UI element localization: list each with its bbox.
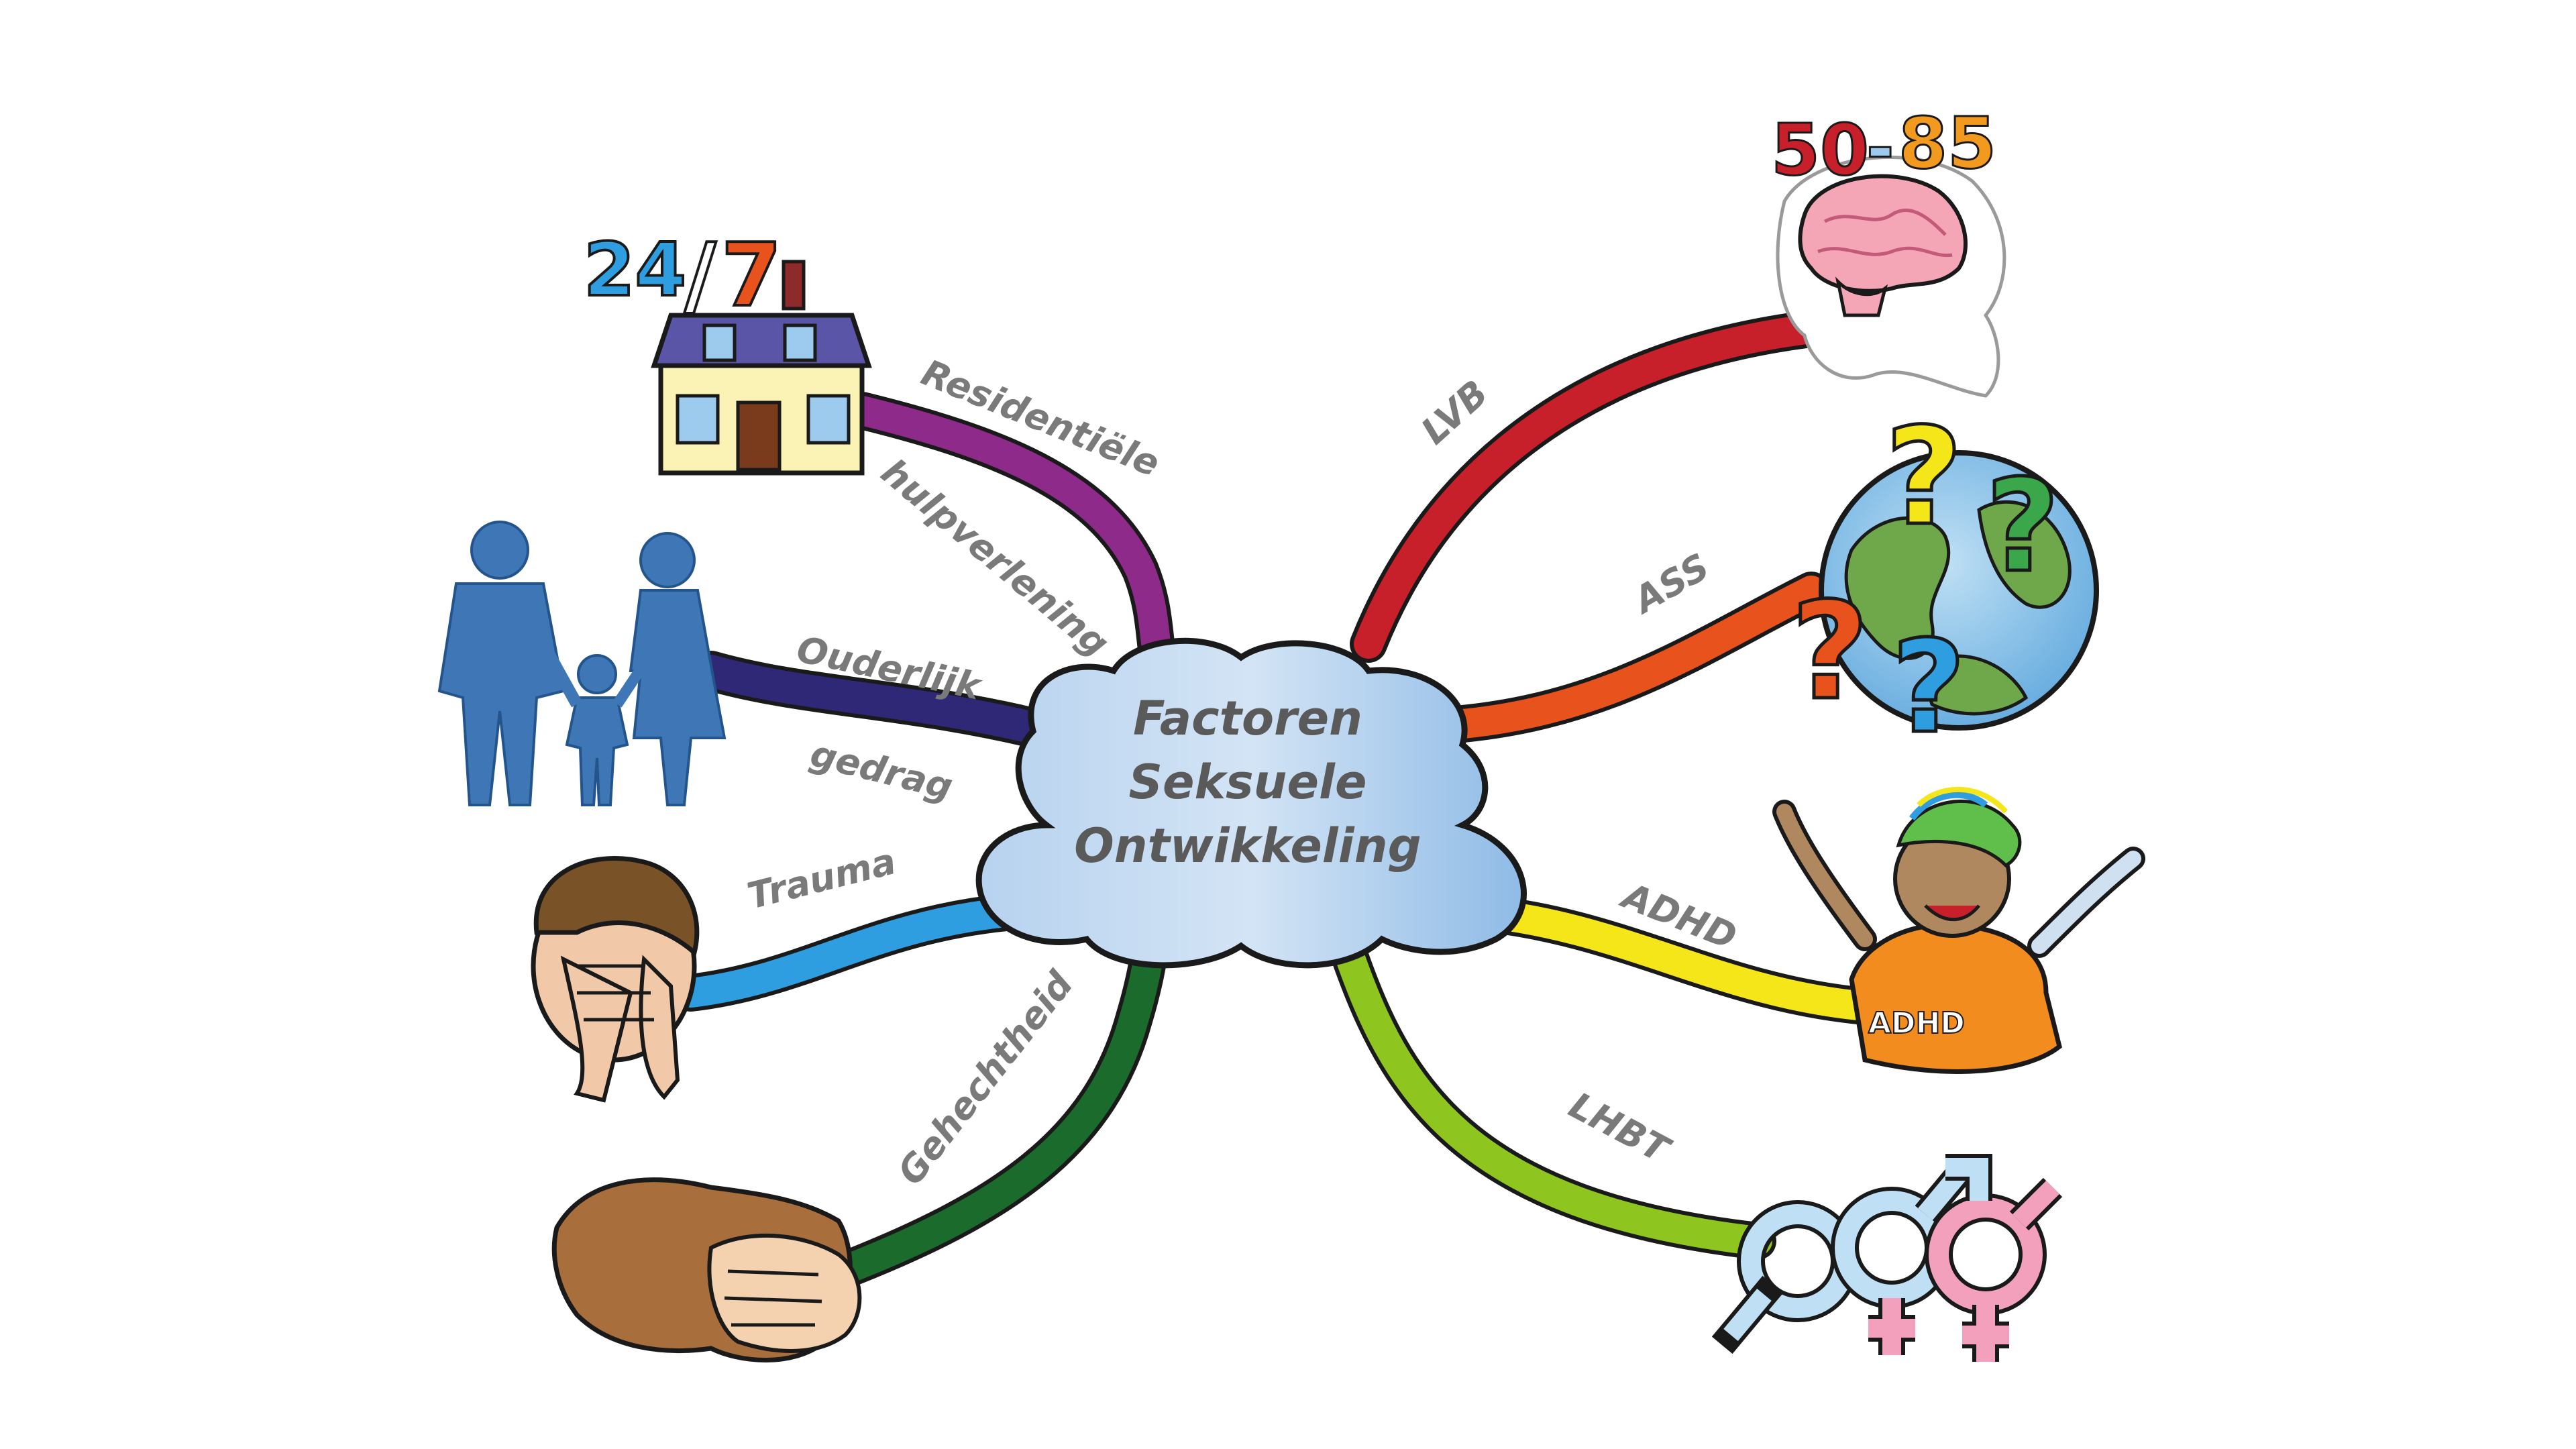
adhd-child-icon: ADHD [1772, 786, 2145, 1074]
branch-lvb [1350, 310, 1830, 663]
house-icon: 24 / 7 [582, 223, 872, 476]
label-lhbt: LHBT [1562, 1084, 1678, 1173]
svg-text:?: ? [1986, 452, 2059, 600]
brain-badge-50: 50 [1771, 109, 1869, 191]
branch-residential [843, 392, 1176, 673]
label-ass: ASS [1625, 545, 1717, 623]
svg-text:?: ? [1892, 613, 1966, 761]
center-title-line-3: Ontwikkeling [1074, 818, 1421, 873]
svg-text:?: ? [1885, 399, 1963, 555]
branch-lhbt [1330, 934, 1776, 1260]
holding-hands-icon [551, 1177, 862, 1362]
branch-trauma [672, 894, 1025, 1012]
center-cloud: Factoren Seksuele Ontwikkeling [975, 637, 1527, 969]
house-badge-24: 24 [584, 227, 686, 313]
branch-ass [1437, 572, 1830, 743]
gender-symbols-icon [1711, 1154, 2063, 1362]
globe-question-icon: ? ? ? ? [1790, 398, 2099, 763]
svg-text:?: ? [1791, 574, 1869, 730]
brain-head-icon: 50 - 85 [1770, 102, 2006, 398]
branch-parental [691, 651, 1067, 751]
center-title-line-1: Factoren [1133, 691, 1362, 746]
brain-badge-85: 85 [1898, 103, 1996, 184]
center-title-line-2: Seksuele [1129, 755, 1367, 810]
adhd-shirt-text: ADHD [1868, 1006, 1965, 1040]
crying-face-icon [531, 856, 700, 1103]
house-badge-7: 7 [721, 224, 782, 326]
brain-badge-dash: - [1866, 109, 1894, 187]
branch-adhd [1457, 894, 1884, 1025]
label-trauma: Trauma [743, 840, 900, 918]
house-badge-slash: / [684, 224, 716, 326]
family-silhouette-icon [437, 521, 727, 806]
label-lvb: LVB [1413, 372, 1497, 452]
branch-attachment [823, 927, 1169, 1290]
label-parental-line-2: gedrag [806, 732, 957, 808]
